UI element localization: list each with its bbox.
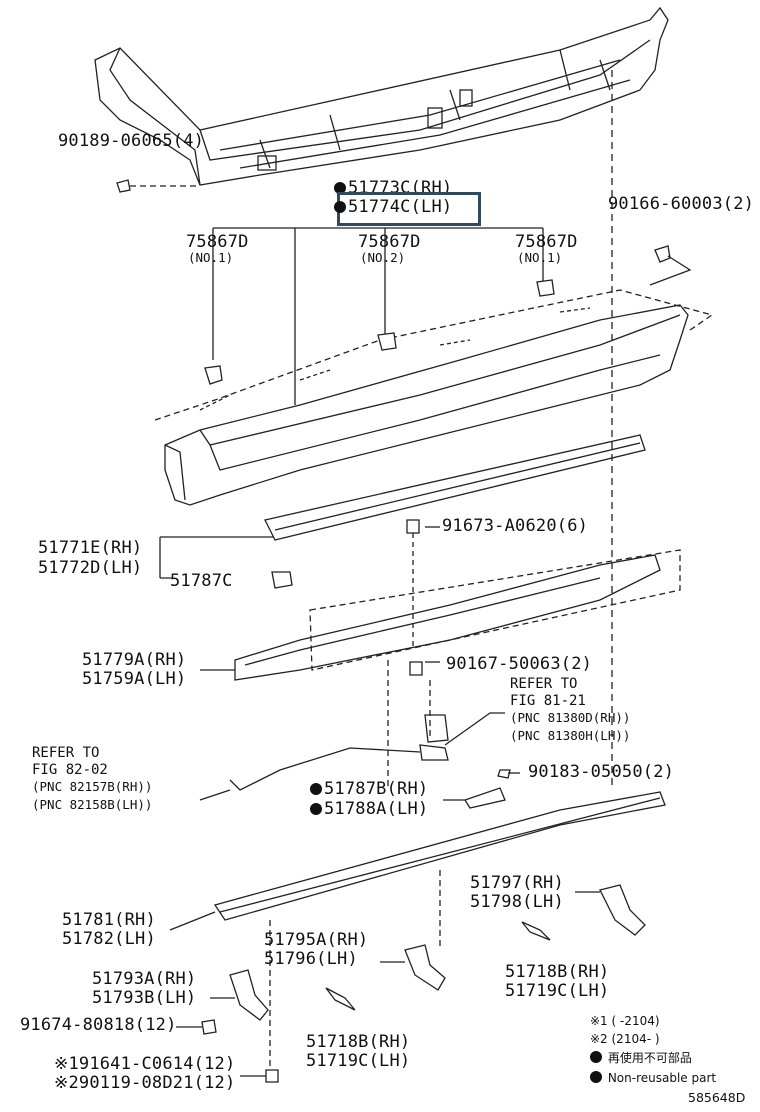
diagram-id: 585648D <box>688 1090 746 1105</box>
label-51782: 51782(LH) <box>62 929 156 949</box>
label-91641: ※191641-C0614(12) <box>54 1054 236 1074</box>
label-91673: 91673-A0620(6) <box>442 516 589 536</box>
non-reusable-dot-icon <box>590 1051 602 1063</box>
label-91674: 91674-80818(12) <box>20 1015 177 1035</box>
label-75867d-b-note: (NO.2) <box>360 250 406 265</box>
non-reusable-dot-icon <box>310 783 322 795</box>
non-reusable-dot-icon <box>334 201 346 213</box>
side-garnish-outline <box>164 304 689 506</box>
label-51788a: 51788A(LH) <box>310 801 428 818</box>
label-51796: 51796(LH) <box>264 949 358 969</box>
label-90166: 90166-60003(2) <box>608 194 755 214</box>
label-51718b-center: 51718B(RH) <box>306 1032 411 1052</box>
label-51779a: 51779A(RH) <box>82 650 187 670</box>
label-75867d-b: 75867D <box>358 232 421 252</box>
legend-note-1: ※1 ( -2104) <box>590 1014 660 1028</box>
label-51787c: 51787C <box>170 571 233 591</box>
label-51719c-right: 51719C(LH) <box>505 981 610 1001</box>
ref-82-line2: FIG 82-02 <box>32 762 108 778</box>
label-75867d-a-note: (NO.1) <box>188 250 234 265</box>
ref-82-line1: REFER TO <box>32 745 100 761</box>
legend-en: Non-reusable part <box>590 1071 716 1084</box>
label-51795a: 51795A(RH) <box>264 930 369 950</box>
label-51718b-right: 51718B(RH) <box>505 962 610 982</box>
label-90189: 90189-06065(4) <box>58 131 205 151</box>
label-51793b: 51793B(LH) <box>92 988 197 1008</box>
legend-en-text: Non-reusable part <box>607 1071 717 1085</box>
running-board-outline <box>213 791 666 921</box>
label-90183: 90183-05050(2) <box>528 762 675 782</box>
legend-note-2: ※2 (2104- ) <box>590 1032 660 1046</box>
label-51787b-text: 51787B(RH) <box>324 779 429 799</box>
non-reusable-dot-icon <box>590 1071 602 1083</box>
highlight-box <box>337 192 481 226</box>
ref-82-line4: (PNC 82158B(LH)) <box>32 797 153 812</box>
legend-jp: 再使用不可部品 <box>590 1051 692 1064</box>
label-51788a-text: 51788A(LH) <box>324 799 429 819</box>
label-90119: ※290119-08D21(12) <box>54 1073 236 1093</box>
label-51774c-text: 51774C(LH) <box>348 197 453 217</box>
label-51798: 51798(LH) <box>470 892 564 912</box>
non-reusable-dot-icon <box>310 803 322 815</box>
label-51774c: 51774C(LH) <box>334 199 452 216</box>
ref-81-line4: (PNC 81380H(LH)) <box>510 728 631 743</box>
label-75867d-c: 75867D <box>515 232 578 252</box>
label-51781: 51781(RH) <box>62 910 156 930</box>
body-frame-outline <box>94 6 669 186</box>
label-51719c-center: 51719C(LH) <box>306 1051 411 1071</box>
label-51797: 51797(RH) <box>470 873 564 893</box>
label-51759a: 51759A(LH) <box>82 669 187 689</box>
label-51771e: 51771E(RH) <box>38 538 143 558</box>
label-75867d-a: 75867D <box>186 232 249 252</box>
label-51772d: 51772D(LH) <box>38 558 143 578</box>
label-75867d-c-note: (NO.1) <box>517 250 563 265</box>
label-90167: 90167-50063(2) <box>446 654 593 674</box>
non-reusable-dot-icon <box>334 182 346 194</box>
ref-81-line2: FIG 81-21 <box>510 693 586 709</box>
lower-panel-outline <box>234 554 661 681</box>
ref-81-line1: REFER TO <box>510 676 578 692</box>
label-51793a: 51793A(RH) <box>92 969 197 989</box>
legend-jp-text: 再使用不可部品 <box>607 1051 692 1065</box>
step-plate-outline <box>264 434 646 541</box>
label-51787b: 51787B(RH) <box>310 781 428 798</box>
ref-81-line3: (PNC 81380D(RH)) <box>510 710 631 725</box>
ref-82-line3: (PNC 82157B(RH)) <box>32 779 153 794</box>
